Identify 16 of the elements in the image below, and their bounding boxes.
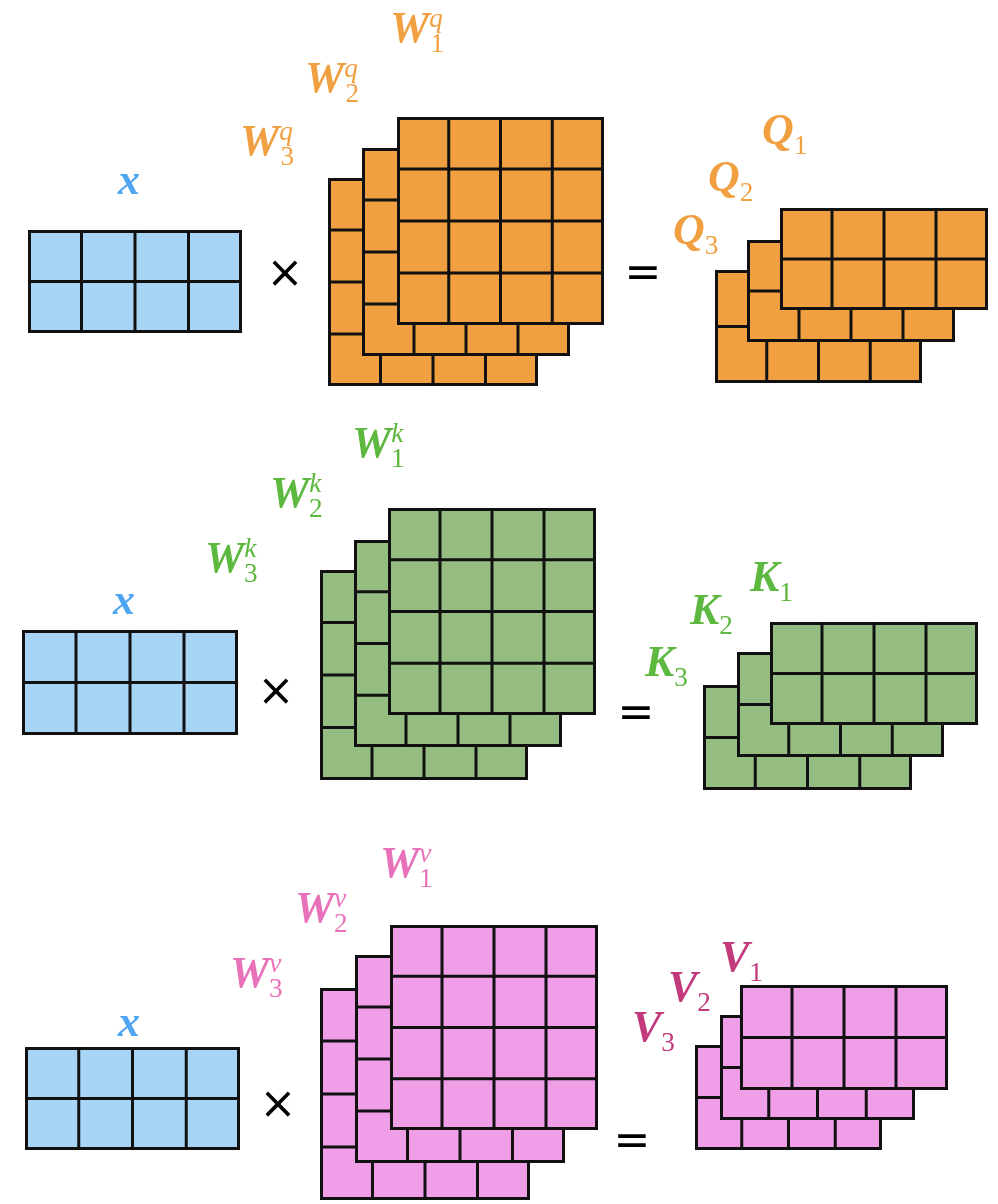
equals-sign: = — [617, 690, 655, 734]
equals-sign: = — [613, 1118, 651, 1162]
multiply-sign: × — [259, 1081, 297, 1125]
matrix-label: K$_{1}$ — [750, 555, 793, 606]
matrix-label: K$_{3}$ — [645, 640, 688, 691]
matrix-label: K$_{2}$ — [690, 588, 733, 639]
matrix-label: x — [113, 578, 135, 622]
multiply-sign: × — [266, 250, 304, 294]
multiply-sign: × — [257, 668, 295, 712]
matrix-label: Q$_{1}$ — [762, 108, 808, 159]
equals-sign: = — [624, 250, 662, 294]
matrix-label: Q$_{2}$ — [708, 155, 754, 206]
matrix-label: Q$_{3}$ — [673, 208, 719, 259]
matrix-label: V$_{1}$ — [720, 935, 763, 986]
matrix-label: x — [118, 1000, 140, 1044]
matrix-label: x — [118, 158, 140, 202]
